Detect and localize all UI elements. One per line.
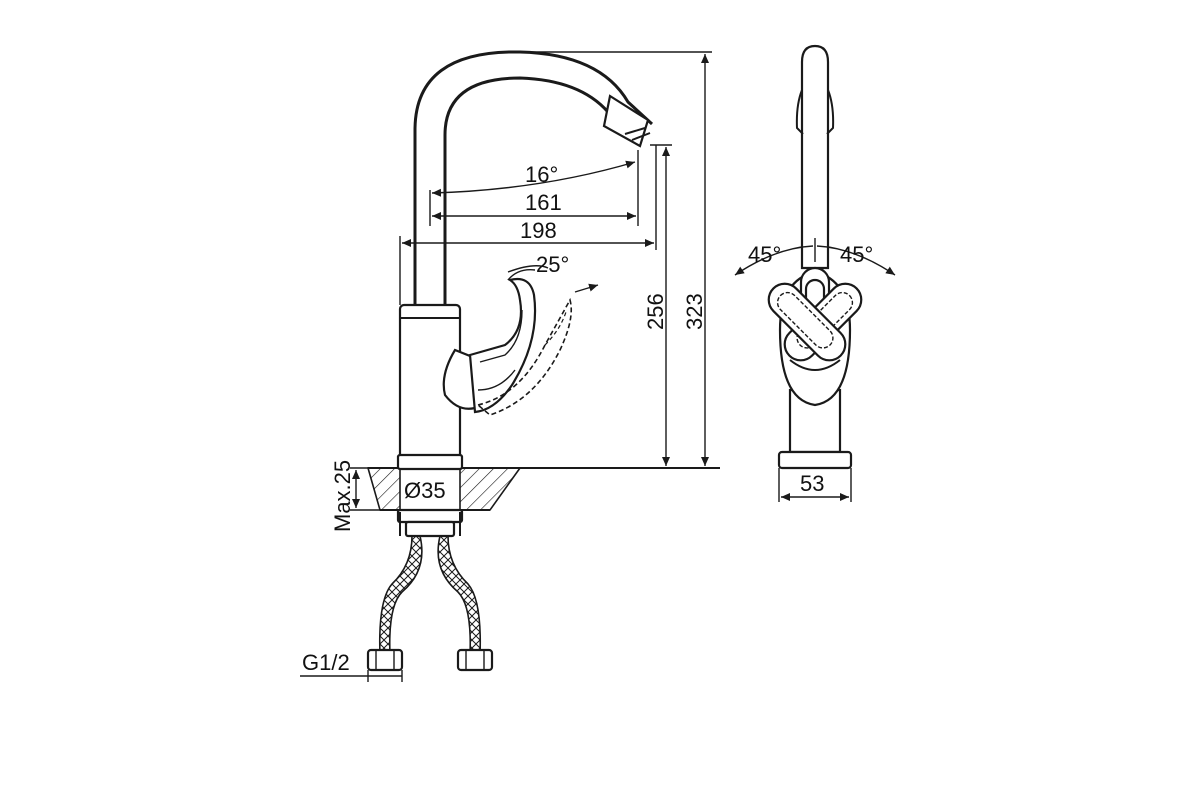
dimension-max-countertop: Max.25 [330, 460, 380, 532]
lever-rotated-position [476, 297, 573, 416]
faucet-body [396, 303, 482, 471]
front-spout [795, 44, 835, 270]
left-angle-label: 45° [748, 242, 781, 267]
mounting-assembly [396, 508, 464, 538]
reach-161-label: 161 [525, 190, 562, 215]
base-diameter-label: Ø35 [404, 478, 446, 503]
dimension-reach-161: 161 [429, 150, 639, 226]
height-256-label: 256 [643, 293, 668, 330]
lever-handle [468, 269, 537, 414]
dimension-hose-thread: G1/2 [300, 650, 403, 682]
dimension-reach-198: 198 [399, 145, 657, 305]
dimension-base-width: 53 [778, 468, 852, 502]
lever-angle-label: 25° [536, 252, 569, 277]
max-countertop-label: Max.25 [330, 460, 355, 532]
front-lever-right [767, 282, 847, 362]
side-view: 16° 161 198 25° 256 [300, 50, 720, 682]
spout [413, 50, 654, 305]
hose-thread-label: G1/2 [302, 650, 350, 675]
reach-198-label: 198 [520, 218, 557, 243]
countertop-section [366, 467, 720, 511]
dimension-lever-angle: 25° [507, 252, 599, 293]
spout-angle-label: 16° [525, 162, 558, 187]
dimension-height-323: 323 [520, 51, 712, 466]
dimension-spout-angle: 16° [431, 160, 636, 197]
dimension-height-256: 256 [643, 144, 672, 466]
base-width-label: 53 [800, 471, 824, 496]
height-323-label: 323 [682, 293, 707, 330]
dimension-base-diameter: Ø35 [402, 474, 458, 504]
supply-hoses [366, 535, 494, 672]
front-view: 45° 45° 53 [734, 44, 896, 502]
right-angle-label: 45° [840, 242, 873, 267]
dimension-front-angles: 45° 45° [734, 238, 896, 276]
